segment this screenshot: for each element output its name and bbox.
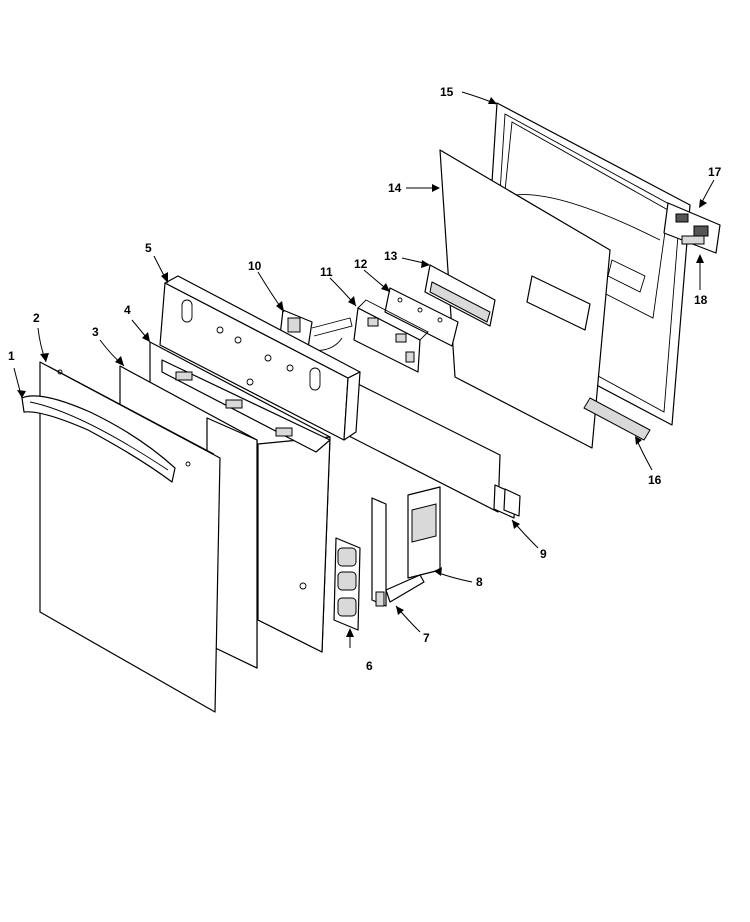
part-13-bracket	[424, 264, 496, 327]
part-4-door-shell	[149, 341, 331, 653]
callout-5: 5	[145, 241, 152, 255]
callout-10: 10	[248, 259, 262, 273]
callout-18: 18	[694, 293, 708, 307]
callout-3: 3	[92, 325, 99, 339]
leader-lines	[13, 91, 715, 648]
callout-13: 13	[384, 249, 398, 263]
part-16-bottom-seal	[583, 397, 651, 441]
part-5-control-housing	[159, 275, 361, 441]
callout-2: 2	[33, 311, 40, 325]
part-17-latch	[663, 202, 721, 254]
part-7-hinge-arm	[371, 497, 425, 607]
callout-8: 8	[476, 575, 483, 589]
callout-16: 16	[648, 473, 662, 487]
callout-6: 6	[366, 659, 373, 673]
part-12-control-board	[384, 287, 459, 347]
callout-9: 9	[540, 547, 547, 561]
callout-1: 1	[8, 349, 15, 363]
callout-15: 15	[440, 85, 454, 99]
part-8-hinge-bracket	[407, 486, 441, 579]
callout-labels: 1 2 3 4 5 6 7 8 9 10 11 12 13 14 15 16 1…	[8, 85, 722, 673]
callout-7: 7	[423, 631, 430, 645]
part-11-control-module	[353, 299, 429, 373]
part-6-hinge-cover	[333, 537, 361, 631]
part-1-handle	[21, 395, 176, 483]
callout-11: 11	[320, 265, 333, 279]
callout-14: 14	[388, 181, 402, 195]
callout-17: 17	[708, 165, 722, 179]
part-2-front-panel	[39, 361, 221, 713]
callout-4: 4	[124, 303, 131, 317]
callout-12: 12	[354, 257, 368, 271]
